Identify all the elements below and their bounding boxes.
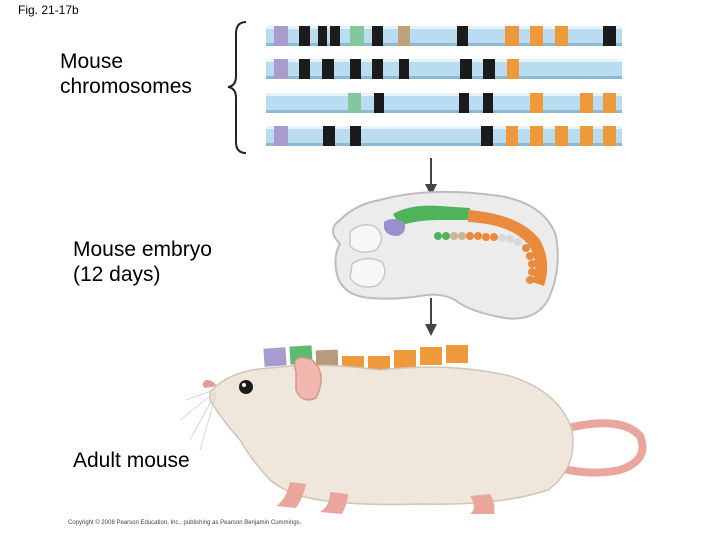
mouse-ear: [294, 357, 322, 401]
mouse-eye: [239, 380, 253, 394]
mouse-embryo-label: Mouse embryo (12 days): [73, 238, 212, 286]
vertebra-color-blocks: [263, 345, 468, 374]
chromosome-4: [266, 126, 622, 146]
copyright-notice: Copyright © 2008 Pearson Education, Inc.…: [68, 520, 302, 526]
adult-mouse: [179, 357, 647, 514]
chromosome-group: [266, 26, 622, 146]
chromosome-1: [266, 26, 622, 46]
mouse-chromosomes-label: Mouse chromosomes: [60, 50, 192, 98]
chromosome-brace: [227, 21, 247, 154]
mouse-whiskers: [179, 389, 217, 451]
chromosome-3: [266, 93, 622, 113]
figure-label: Fig. 21-17b: [18, 3, 79, 17]
down-arrow-2: [425, 298, 437, 336]
adult-mouse-label: Adult mouse: [73, 449, 190, 472]
mouse-embryo: [332, 190, 559, 320]
embryo-somites: [434, 232, 536, 284]
mouse-tail: [556, 419, 647, 477]
embryo-lavender-region: [384, 219, 406, 236]
chromosome-2: [266, 59, 622, 79]
down-arrow-1: [425, 158, 437, 196]
embryo-green-region: [393, 205, 470, 226]
embryo-orange-region: [468, 210, 548, 286]
